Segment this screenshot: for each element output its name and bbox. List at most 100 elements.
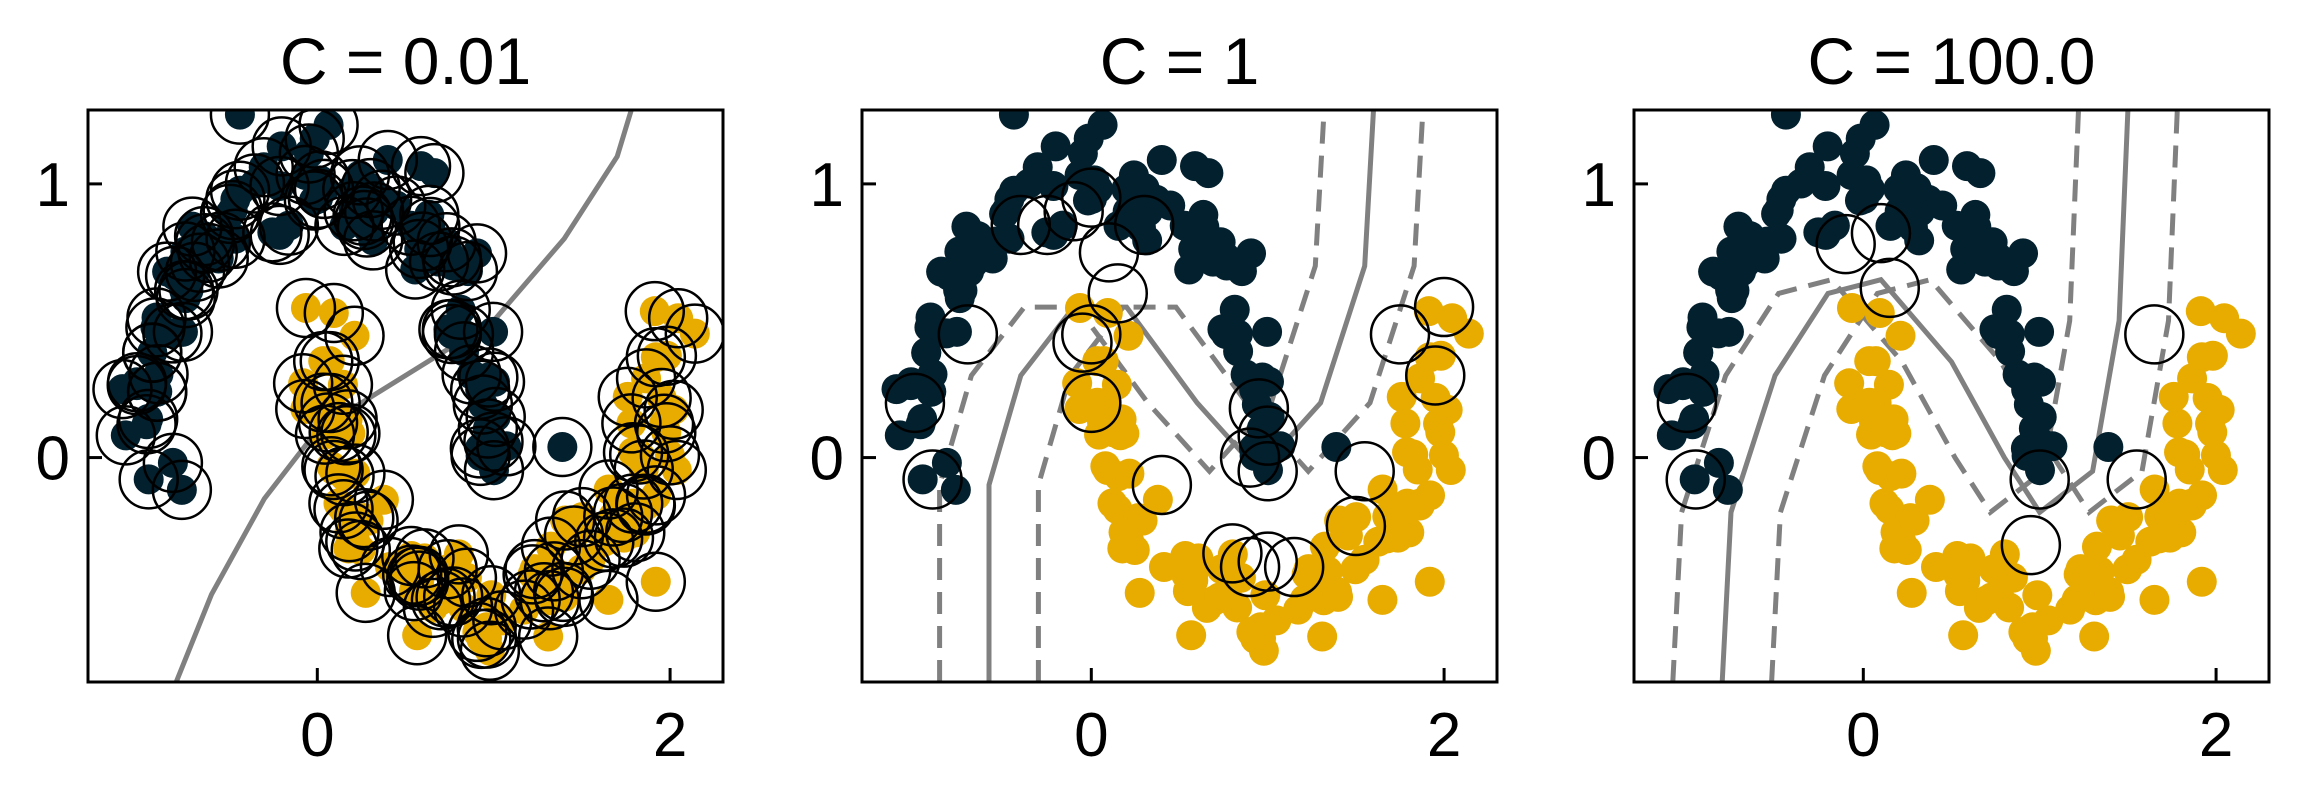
upper-moon-point [1321,432,1352,463]
axes-frame [860,108,1499,684]
lower-moon-point [1402,454,1433,485]
support-vector-ring [1815,213,1876,275]
support-vector-ring [463,411,524,472]
support-vector-ring [2009,449,2070,510]
upper-moon-point [2093,432,2124,463]
margin-line-right [1035,110,1426,682]
x-tick-label: 2 [1427,701,1461,770]
support-vector-ring [121,322,183,384]
lower-moon-point [1976,582,2007,613]
y-tick-label: 0 [810,425,844,494]
support-vector-ring [258,195,320,256]
support-vector-ring [646,439,708,501]
lower-moon-point [2139,474,2170,505]
support-vector-ring [456,596,517,658]
support-vector-ring [324,305,385,367]
lower-moon-point [2174,454,2205,485]
upper-moon-point [1683,337,1714,368]
support-vector-ring [1413,276,1475,338]
lower-moon-point [2094,576,2125,607]
support-vector-ring [615,473,676,534]
x-tick-label: 0 [1846,701,1880,770]
lower-moon-point [1943,559,1974,590]
support-vector-ring [582,508,644,569]
upper-moon-point [1982,318,2013,349]
panel-title: C = 0.01 [280,24,531,98]
upper-moon-point [931,447,962,478]
lower-moon-point [1127,505,1158,536]
lower-moon-point [1341,502,1372,533]
upper-moon-point [2024,455,2055,486]
margin-line-left [937,110,1327,682]
upper-moon-point [1236,238,1267,269]
support-vector-ring [155,221,216,282]
lower-moon-point [1109,418,1140,449]
x-tick-label: 0 [1074,701,1108,770]
lower-moon-point [2197,340,2228,371]
support-vector-ring [316,405,377,466]
support-vector-ring [323,181,384,242]
lower-moon-point [1885,320,1916,351]
support-vector-ring [338,490,399,551]
support-vector-ring [293,158,355,220]
lower-moon-point [2022,580,2053,611]
support-vector-ring [293,372,354,434]
upper-moon-point [884,420,915,451]
support-vector-ring [383,560,445,622]
support-vector-ring [1202,523,1263,584]
support-vector-ring [336,197,398,258]
support-vector-ring [118,449,179,510]
support-vector-ring [1016,194,1078,256]
lower-moon-point [1082,346,1113,377]
support-vector-ring [2124,304,2185,365]
lower-moon-point [2033,605,2064,636]
support-vector-ring [1219,427,1281,488]
support-vector-ring [884,372,946,434]
support-vector-ring [428,524,490,585]
support-vector-ring [388,218,450,280]
upper-moon-point [1022,152,1053,183]
decision-boundary [986,110,1376,682]
lower-moon-point [1367,584,1398,615]
support-vector-ring [404,142,465,204]
lower-moon-point [1836,293,1867,324]
lower-moon-point [1113,320,1144,351]
lower-moon-point [1948,620,1979,651]
lower-moon-point [1862,451,1893,482]
upper-moon-point [2008,238,2039,269]
support-vector-ring [142,432,204,494]
lower-moon-point [1413,296,1444,327]
support-vector-ring [416,212,477,273]
upper-moon-point [547,432,578,463]
support-vector-ring [902,449,963,510]
lower-moon-point [1899,505,1930,536]
lower-moon-point [1142,484,1173,515]
support-vector-ring [283,170,345,231]
plot-area [92,110,723,682]
support-vector-ring [1061,167,1122,228]
lower-moon-point [1896,577,1927,608]
upper-moon-point [2002,359,2033,390]
panel-title: C = 100.0 [1807,24,2095,98]
lower-moon-point [1322,576,1353,607]
lower-moon-point [1309,531,1340,562]
lower-moon-point [2192,382,2223,413]
decision-boundary [173,110,634,682]
lower-moon-point [593,584,624,615]
support-vector-ring [433,304,495,365]
lower-moon-point [1114,458,1145,489]
support-vector-ring [126,361,188,422]
lower-moon-point [2081,531,2112,562]
lower-moon-point [640,566,671,597]
upper-moon-point [1716,236,1747,267]
support-vector-ring [1369,304,1431,365]
upper-moon-point [436,318,467,349]
lower-moon-point [1390,408,1421,439]
lower-moon-point [1124,577,1155,608]
upper-moon-point [1174,254,1205,285]
support-vector-ring [351,169,413,230]
lower-moon-point [2158,381,2189,412]
support-vector-ring [303,439,364,501]
